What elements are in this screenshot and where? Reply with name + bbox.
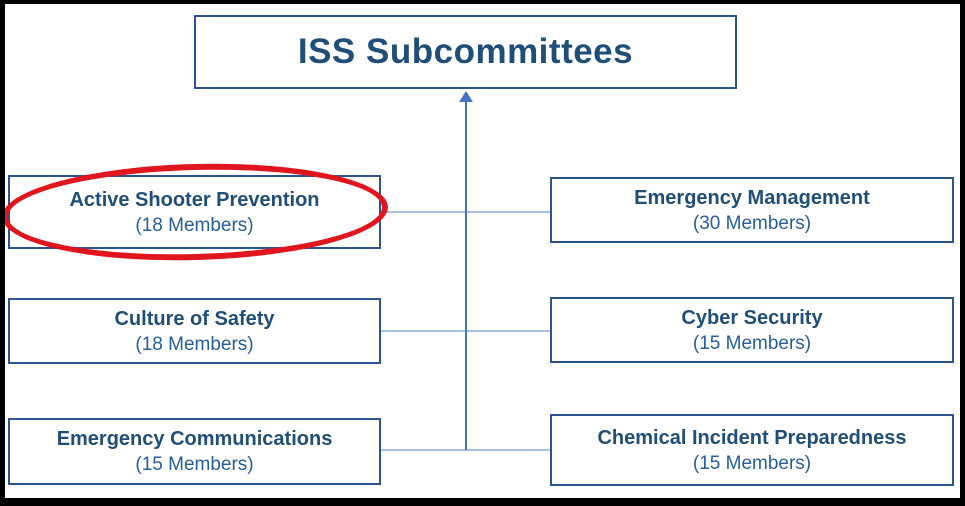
node-members: (15 Members) (135, 454, 254, 475)
node-emergency-management: Emergency Management (30 Members) (550, 177, 954, 243)
node-members: (18 Members) (135, 214, 254, 236)
node-members: (30 Members) (692, 212, 812, 234)
node-title: Emergency Communications (56, 428, 333, 450)
node-emergency-communications: Emergency Communications (15 Members) (8, 418, 381, 485)
arrow-up-icon (459, 91, 473, 102)
node-members: (15 Members) (692, 452, 812, 474)
node-members: (18 Members) (135, 333, 254, 355)
connector-row3 (381, 449, 550, 451)
node-cyber-security: Cyber Security (15 Members) (550, 297, 954, 363)
node-title: Cyber Security (681, 306, 823, 329)
title-box: ISS Subcommittees (194, 15, 737, 89)
node-chemical-incident-preparedness: Chemical Incident Preparedness (15 Membe… (550, 414, 954, 486)
node-culture-of-safety: Culture of Safety (18 Members) (8, 298, 381, 364)
node-title: Emergency Management (634, 186, 870, 209)
node-members: (15 Members) (692, 332, 812, 354)
vertical-connector-line (465, 100, 467, 450)
node-title: Culture of Safety (114, 307, 275, 330)
page-title: ISS Subcommittees (297, 32, 634, 71)
node-title: Chemical Incident Preparedness (597, 426, 907, 449)
node-title: Active Shooter Prevention (69, 188, 320, 211)
node-active-shooter-prevention: Active Shooter Prevention (18 Members) (8, 175, 381, 249)
